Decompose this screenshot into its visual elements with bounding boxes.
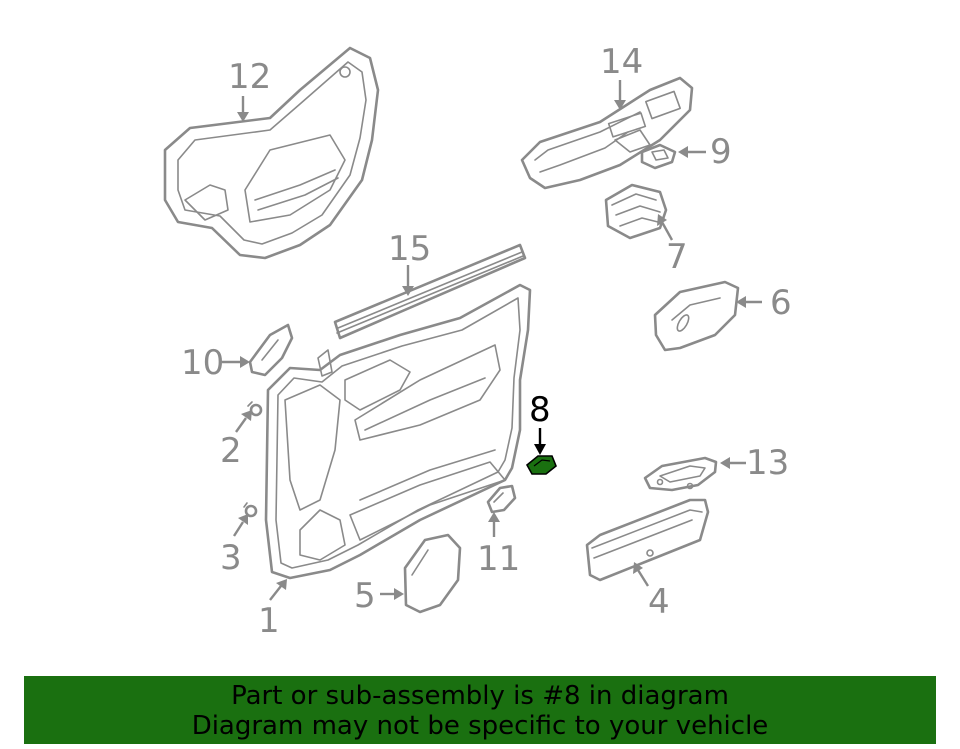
part-8-clip-highlighted [525, 455, 557, 475]
parts-diagram: 12 14 9 7 6 15 10 2 3 8 13 11 5 4 1 [163, 42, 792, 641]
callout-3: 3 [220, 538, 242, 578]
callout-8: 8 [529, 390, 551, 430]
callout-7: 7 [666, 237, 688, 277]
banner-line-1: Part or sub-assembly is #8 in diagram [231, 681, 729, 711]
info-banner: Part or sub-assembly is #8 in diagram Di… [24, 676, 936, 744]
banner-line-2: Diagram may not be specific to your vehi… [191, 711, 769, 741]
part-9-switch [640, 143, 677, 170]
part-13-bezel [643, 456, 718, 492]
callout-4: 4 [648, 582, 670, 622]
callout-6: 6 [770, 283, 792, 323]
part-6-cover [653, 280, 740, 352]
callout-13: 13 [746, 443, 789, 483]
part-7-window-switch [604, 183, 668, 240]
part-15-weatherstrip [333, 243, 527, 340]
part-1-door-trim [264, 283, 532, 580]
part-10-bracket [248, 323, 294, 377]
callout-12: 12 [228, 57, 271, 97]
part-12-trim-panel [163, 46, 380, 260]
callout-10: 10 [181, 343, 224, 383]
part-11-cap [486, 484, 517, 514]
callout-5: 5 [354, 576, 376, 616]
leader-lines [222, 80, 762, 601]
callout-11: 11 [477, 539, 520, 579]
callout-15: 15 [388, 229, 431, 269]
callout-1: 1 [258, 601, 280, 641]
part-5-grille [403, 533, 462, 614]
part-4-pocket [585, 498, 710, 582]
part-14-switch-base [520, 76, 694, 190]
callout-9: 9 [710, 132, 732, 172]
part-2-clip [247, 401, 263, 417]
part-3-clip [243, 502, 258, 518]
callout-2: 2 [220, 431, 242, 471]
callout-14: 14 [600, 42, 643, 82]
